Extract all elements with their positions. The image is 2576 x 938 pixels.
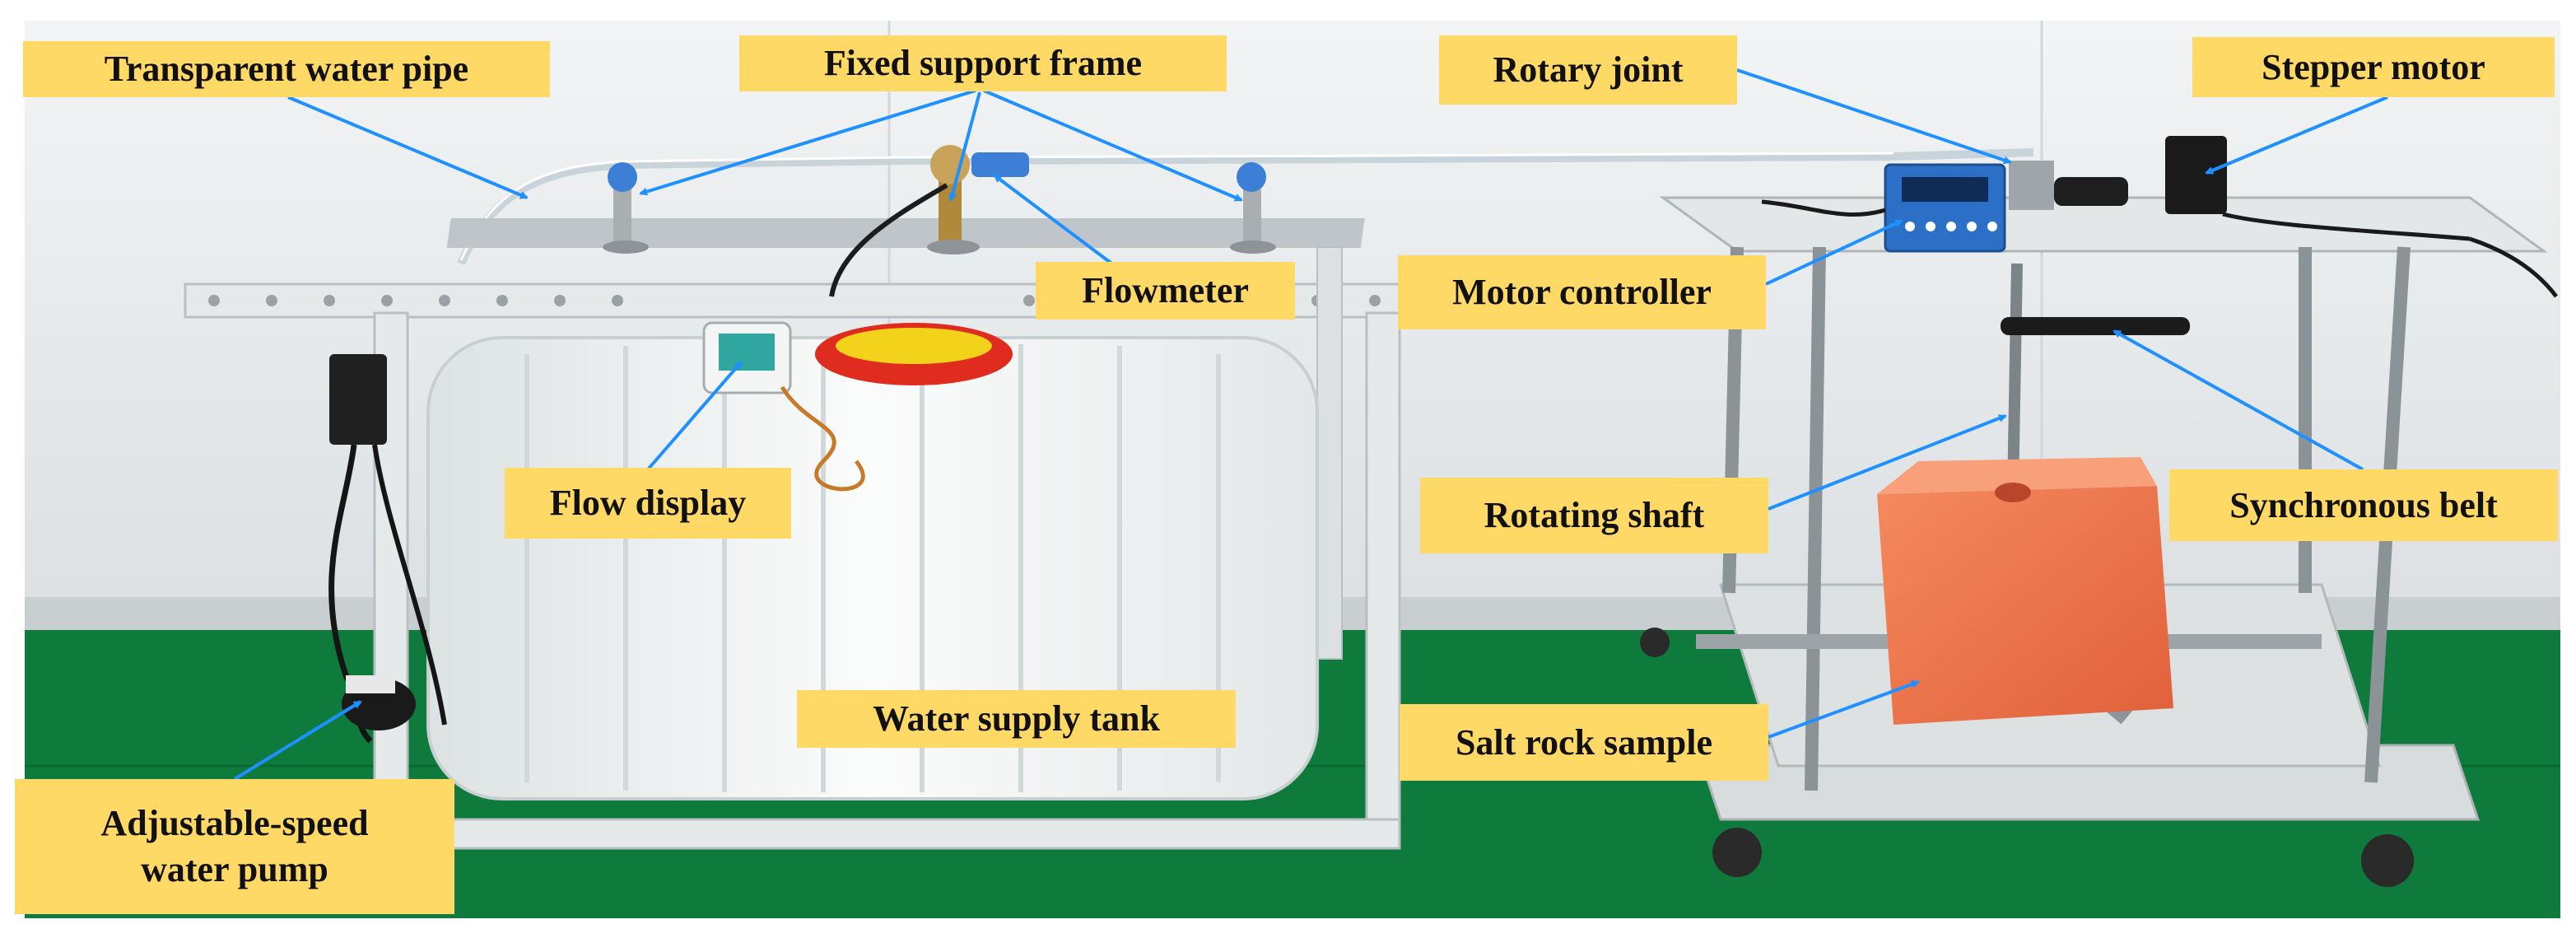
label-fixed-support-frame: Fixed support frame [739, 35, 1227, 91]
label-flowmeter: Flowmeter [1036, 262, 1295, 320]
arrow-stepper-motor [2205, 96, 2388, 175]
controller-cables [1761, 199, 2558, 298]
fixed-support-frame-rail [446, 218, 1365, 248]
synchronous-belt-band [2001, 317, 2190, 335]
rotating-shaft-rod [2007, 263, 2023, 495]
arrow-transparent-water-pipe [287, 96, 529, 199]
arrow-salt-rock-sample [1768, 680, 1920, 739]
arrow-rotary-joint [1736, 68, 2012, 165]
arrow-flowmeter [993, 174, 1119, 269]
label-synchronous-belt: Synchronous belt [2169, 469, 2558, 541]
pump-cable-2 [372, 444, 447, 726]
label-water-supply-tank: Water supply tank [797, 690, 1236, 748]
label-rotary-joint: Rotary joint [1439, 35, 1737, 105]
motor-controller-screen [1902, 177, 1988, 202]
frame-bottom-beam [443, 818, 1401, 850]
label-water-pump-line1: Adjustable-speed [100, 803, 369, 843]
flowmeter-left [603, 162, 649, 254]
label-adjustable-speed-water-pump: Adjustable-speed water pump [15, 779, 454, 914]
flowmeter-right [1230, 162, 1276, 254]
arrow-motor-controller [1765, 219, 1903, 286]
flow-display-screen [719, 334, 775, 371]
motor-controller-buttons [1905, 222, 1997, 231]
arrow-support-frame-left [639, 89, 976, 196]
rotary-joint-device [2009, 161, 2128, 210]
transparent-water-pipe-highlight [459, 152, 1894, 261]
flowmeter-cable [829, 183, 948, 297]
label-water-pump-line2: water pump [141, 849, 328, 889]
label-motor-controller: Motor controller [1398, 255, 1766, 329]
flowmeter-middle [927, 145, 1029, 254]
label-rotating-shaft: Rotating shaft [1420, 478, 1768, 553]
stepper-motor-device [2165, 136, 2227, 214]
salt-rock-hole [1995, 483, 2031, 502]
frame-back-post [1316, 246, 1343, 660]
arrow-rotating-shaft [1768, 414, 2007, 511]
label-flow-display: Flow display [505, 468, 791, 539]
arrow-synchronous-belt [2113, 329, 2364, 471]
transparent-water-pipe [457, 148, 2034, 266]
callout-arrows [233, 68, 2388, 781]
rig-wheels [1640, 628, 2414, 887]
salt-rock-sample [1877, 486, 2173, 725]
frame-right-post [1365, 311, 1401, 842]
tank-yellow-inner [836, 328, 992, 364]
arrow-support-frame-middle [948, 91, 981, 202]
salt-rock-top [1877, 457, 2157, 494]
flow-display-wires [780, 385, 865, 492]
pump-control-box [329, 354, 387, 445]
arrow-flow-display [646, 361, 743, 471]
adjustable-speed-water-pump [342, 675, 416, 730]
arrow-water-pump [233, 700, 362, 781]
label-stepper-motor: Stepper motor [2192, 37, 2555, 97]
label-salt-rock-sample: Salt rock sample [1400, 704, 1768, 781]
arrow-support-frame-right [983, 89, 1243, 202]
label-transparent-water-pipe: Transparent water pipe [23, 41, 550, 97]
